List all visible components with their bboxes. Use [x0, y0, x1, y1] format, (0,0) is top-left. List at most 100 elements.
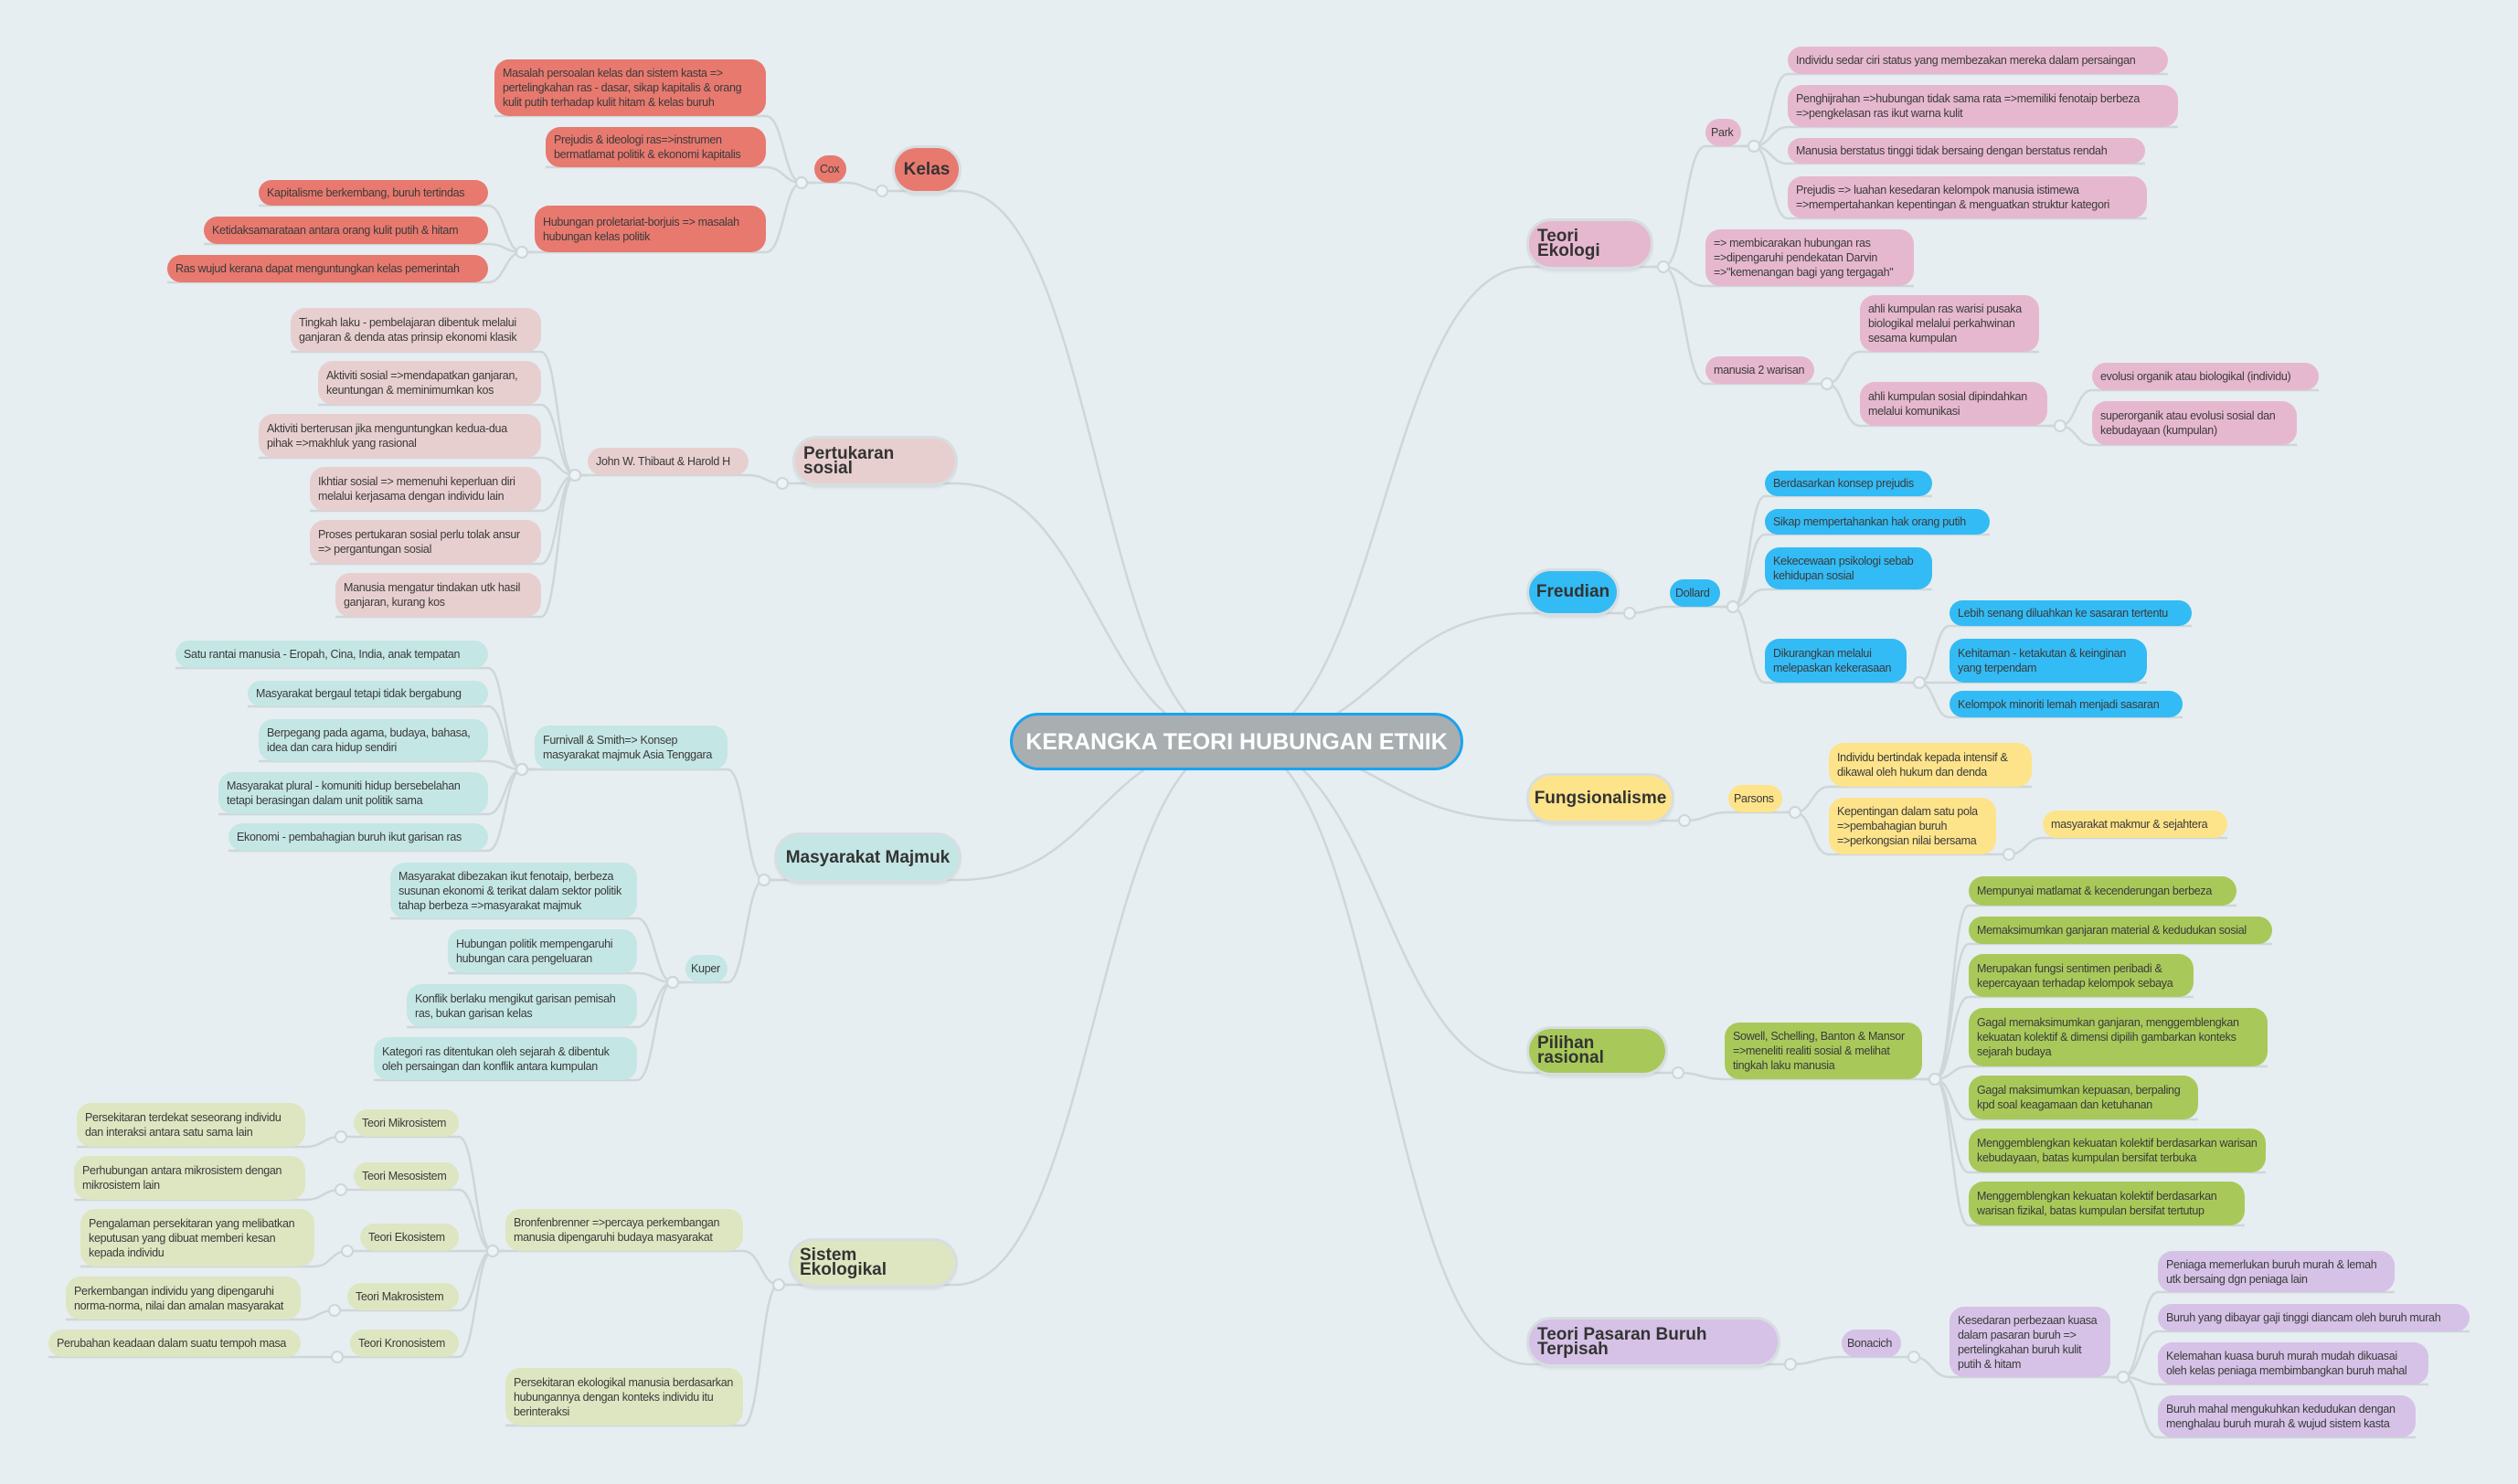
- collapse-toggle-icon[interactable]: [328, 1304, 341, 1317]
- collapse-toggle-icon[interactable]: [1748, 140, 1760, 153]
- idea-node[interactable]: ahli kumpulan sosial dipindahkan melalui…: [1860, 382, 2047, 426]
- collapse-toggle-icon[interactable]: [758, 874, 770, 886]
- theory-node[interactable]: Teori Makrosistem: [347, 1283, 459, 1310]
- theory-node[interactable]: Teori Ekosistem: [360, 1224, 459, 1251]
- central-topic[interactable]: KERANGKA TEORI HUBUNGAN ETNIK: [1010, 713, 1463, 770]
- idea-node[interactable]: Berdasarkan konsep prejudis: [1765, 471, 1932, 496]
- collapse-toggle-icon[interactable]: [795, 176, 808, 189]
- collapse-toggle-icon[interactable]: [1928, 1073, 1941, 1086]
- idea-node[interactable]: Ras wujud kerana dapat menguntungkan kel…: [167, 255, 488, 282]
- author-node[interactable]: Bronfenbrenner =>percaya perkembangan ma…: [505, 1209, 743, 1251]
- author-node[interactable]: Furnivall & Smith=> Konsep masyarakat ma…: [535, 726, 728, 769]
- idea-node[interactable]: Individu bertindak kepada intensif & dik…: [1829, 743, 2032, 787]
- collapse-toggle-icon[interactable]: [568, 469, 581, 482]
- collapse-toggle-icon[interactable]: [1784, 1358, 1797, 1371]
- collapse-toggle-icon[interactable]: [486, 1245, 499, 1257]
- collapse-toggle-icon[interactable]: [776, 477, 789, 490]
- idea-node[interactable]: Buruh mahal mengukuhkan kedudukan dengan…: [2158, 1395, 2416, 1437]
- author-node[interactable]: manusia 2 warisan: [1705, 356, 1814, 384]
- theory-node[interactable]: Teori Mesosistem: [354, 1162, 459, 1190]
- branch-teori-ekologi[interactable]: Teori Ekologi: [1529, 221, 1651, 267]
- idea-node[interactable]: Memaksimumkan ganjaran material & kedudu…: [1969, 917, 2272, 944]
- idea-node[interactable]: Kepentingan dalam satu pola =>pembahagia…: [1829, 798, 1996, 854]
- idea-node[interactable]: Aktiviti berterusan jika menguntungkan k…: [259, 414, 541, 458]
- author-node[interactable]: John W. Thibaut & Harold H: [588, 448, 749, 475]
- branch-fungsionalisme[interactable]: Fungsionalisme: [1529, 776, 1672, 821]
- collapse-toggle-icon[interactable]: [341, 1245, 354, 1257]
- branch-kelas[interactable]: Kelas: [895, 148, 959, 191]
- idea-node[interactable]: Buruh yang dibayar gaji tinggi diancam o…: [2158, 1304, 2470, 1331]
- idea-node[interactable]: Persekitaran terdekat seseorang individu…: [77, 1103, 305, 1147]
- idea-node[interactable]: Penghijrahan =>hubungan tidak sama rata …: [1788, 85, 2178, 127]
- idea-node[interactable]: Perubahan keadaan dalam suatu tempoh mas…: [48, 1330, 301, 1357]
- idea-node[interactable]: Pengalaman persekitaran yang melibatkan …: [80, 1209, 314, 1267]
- branch-teori-pasaran-buruh-terpisah[interactable]: Teori Pasaran Buruh Terpisah: [1529, 1320, 1778, 1364]
- collapse-toggle-icon[interactable]: [2003, 848, 2015, 861]
- idea-node[interactable]: Tingkah laku - pembelajaran dibentuk mel…: [291, 308, 541, 352]
- idea-node[interactable]: Kapitalisme berkembang, buruh tertindas: [259, 180, 488, 206]
- collapse-toggle-icon[interactable]: [1672, 1066, 1684, 1079]
- idea-node[interactable]: Persekitaran ekologikal manusia berdasar…: [505, 1368, 743, 1426]
- idea-node[interactable]: Mempunyai matlamat & kecenderungan berbe…: [1969, 876, 2236, 906]
- idea-node[interactable]: Ketidaksamarataan antara orang kulit put…: [204, 217, 488, 244]
- idea-node[interactable]: Aktiviti sosial =>mendapatkan ganjaran, …: [318, 361, 541, 405]
- author-node[interactable]: Bonacich: [1842, 1330, 1901, 1357]
- collapse-toggle-icon[interactable]: [1821, 377, 1833, 390]
- idea-node[interactable]: Ikhtiar sosial => memenuhi keperluan dir…: [310, 467, 541, 511]
- idea-node[interactable]: Peniaga memerlukan buruh murah & lemah u…: [2158, 1251, 2395, 1292]
- idea-node[interactable]: Dikurangkan melalui melepaskan kekerasaa…: [1765, 639, 1907, 683]
- theory-node[interactable]: Teori Kronosistem: [350, 1330, 459, 1357]
- idea-node[interactable]: Merupakan fungsi sentimen peribadi & kep…: [1969, 954, 2194, 997]
- idea-node[interactable]: Manusia berstatus tinggi tidak bersaing …: [1788, 138, 2145, 164]
- idea-node[interactable]: Kelompok minoriti lemah menjadi sasaran: [1950, 691, 2183, 717]
- author-node[interactable]: Sowell, Schelling, Banton & Mansor =>men…: [1725, 1023, 1922, 1079]
- branch-masyarakat-majmuk[interactable]: Masyarakat Majmuk: [777, 835, 959, 880]
- idea-node[interactable]: Ekonomi - pembahagian buruh ikut garisan…: [228, 823, 488, 851]
- idea-node[interactable]: Hubungan politik mempengaruhi hubungan c…: [448, 929, 637, 973]
- collapse-toggle-icon[interactable]: [1913, 676, 1926, 689]
- idea-node[interactable]: superorganik atau evolusi sosial dan keb…: [2092, 401, 2297, 445]
- idea-node[interactable]: Perhubungan antara mikrosistem dengan mi…: [74, 1156, 305, 1200]
- idea-node[interactable]: Satu rantai manusia - Eropah, Cina, Indi…: [175, 641, 488, 668]
- collapse-toggle-icon[interactable]: [1789, 806, 1801, 819]
- author-node[interactable]: Park: [1705, 119, 1741, 146]
- idea-node[interactable]: Perkembangan individu yang dipengaruhi n…: [66, 1277, 301, 1320]
- idea-node[interactable]: Masyarakat dibezakan ikut fenotaip, berb…: [390, 863, 637, 918]
- idea-node[interactable]: Individu sedar ciri status yang membezak…: [1788, 47, 2168, 74]
- idea-node[interactable]: ahli kumpulan ras warisi pusaka biologik…: [1860, 295, 2039, 352]
- branch-pilihan-rasional[interactable]: Pilihan rasional: [1529, 1029, 1665, 1073]
- idea-node[interactable]: Prejudis & ideologi ras=>instrumen berma…: [546, 127, 766, 167]
- collapse-toggle-icon[interactable]: [876, 185, 888, 197]
- collapse-toggle-icon[interactable]: [2054, 419, 2066, 432]
- idea-node[interactable]: => membicarakan hubungan ras =>dipengaru…: [1705, 229, 1914, 286]
- collapse-toggle-icon[interactable]: [331, 1351, 344, 1363]
- idea-node[interactable]: Kategori ras ditentukan oleh sejarah & d…: [374, 1037, 637, 1080]
- idea-node[interactable]: Proses pertukaran sosial perlu tolak ans…: [310, 520, 541, 564]
- idea-node[interactable]: Masalah persoalan kelas dan sistem kasta…: [494, 59, 766, 116]
- collapse-toggle-icon[interactable]: [666, 976, 679, 989]
- collapse-toggle-icon[interactable]: [772, 1278, 785, 1291]
- author-node[interactable]: Dollard: [1670, 579, 1720, 607]
- idea-node[interactable]: Manusia mengatur tindakan utk hasil ganj…: [335, 573, 541, 617]
- author-node[interactable]: Kuper: [685, 955, 728, 982]
- idea-node[interactable]: Kehitaman - ketakutan & keinginan yang t…: [1950, 639, 2147, 683]
- collapse-toggle-icon[interactable]: [1657, 260, 1670, 273]
- idea-node[interactable]: Lebih senang diluahkan ke sasaran terten…: [1950, 600, 2192, 626]
- collapse-toggle-icon[interactable]: [1726, 600, 1739, 613]
- branch-pertukaran-sosial[interactable]: Pertukaran sosial: [795, 439, 955, 483]
- idea-node[interactable]: Kekecewaan psikologi sebab kehidupan sos…: [1765, 547, 1932, 589]
- idea-node[interactable]: Prejudis => luahan kesedaran kelompok ma…: [1788, 176, 2147, 218]
- collapse-toggle-icon[interactable]: [515, 763, 528, 776]
- idea-node[interactable]: Gagal memaksimumkan ganjaran, menggemble…: [1969, 1008, 2268, 1066]
- idea-node[interactable]: evolusi organik atau biologikal (individ…: [2092, 363, 2319, 390]
- collapse-toggle-icon[interactable]: [515, 246, 528, 259]
- collapse-toggle-icon[interactable]: [335, 1130, 347, 1143]
- collapse-toggle-icon[interactable]: [1678, 814, 1691, 827]
- collapse-toggle-icon[interactable]: [1623, 607, 1636, 620]
- collapse-toggle-icon[interactable]: [2117, 1371, 2130, 1383]
- collapse-toggle-icon[interactable]: [335, 1183, 347, 1196]
- idea-node[interactable]: Kelemahan kuasa buruh murah mudah dikuas…: [2158, 1342, 2428, 1384]
- idea-node[interactable]: Menggemblengkan kekuatan kolektif berdas…: [1969, 1182, 2245, 1225]
- author-node[interactable]: Parsons: [1728, 785, 1782, 812]
- idea-node[interactable]: Menggemblengkan kekuatan kolektif berdas…: [1969, 1129, 2266, 1172]
